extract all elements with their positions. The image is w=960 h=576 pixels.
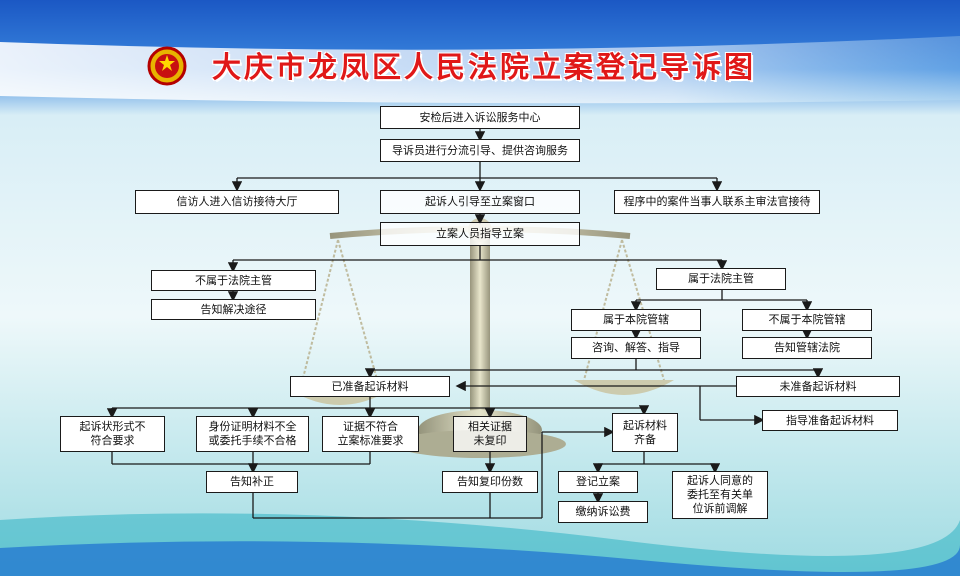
- node-inform-supplement: 告知补正: [206, 471, 298, 493]
- node-complaint-format-issue: 起诉状形式不 符合要求: [60, 416, 165, 452]
- node-guide-diversion: 导诉员进行分流引导、提供咨询服务: [380, 139, 580, 162]
- node-pay-litigation-fees: 缴纳诉讼费: [558, 501, 648, 523]
- node-court-scope: 属于法院主管: [656, 268, 786, 290]
- node-inform-copy-count: 告知复印份数: [442, 471, 538, 493]
- node-party-contact-judge: 程序中的案件当事人联系主审法官接待: [614, 190, 820, 214]
- node-filing-guidance: 立案人员指导立案: [380, 222, 580, 246]
- node-consult-answer: 咨询、解答、指导: [571, 337, 701, 359]
- node-materials-not-prepared: 未准备起诉材料: [736, 376, 900, 397]
- node-filing-window: 起诉人引导至立案窗口: [380, 190, 580, 214]
- node-guide-prepare-materials: 指导准备起诉材料: [762, 410, 898, 431]
- node-evidence-not-copied: 相关证据 未复印: [453, 416, 527, 452]
- node-inform-remedy: 告知解决途径: [151, 299, 316, 320]
- node-not-court-scope: 不属于法院主管: [151, 270, 316, 291]
- node-materials-complete: 起诉材料 齐备: [612, 413, 678, 452]
- node-not-own-jurisdiction: 不属于本院管辖: [742, 309, 872, 331]
- page-title: 大庆市龙凤区人民法院立案登记导诉图: [212, 50, 757, 84]
- node-materials-prepared: 已准备起诉材料: [290, 376, 450, 397]
- node-petition-hall: 信访人进入信访接待大厅: [135, 190, 339, 214]
- node-security-check: 安检后进入诉讼服务中心: [380, 106, 580, 129]
- node-own-jurisdiction: 属于本院管辖: [571, 309, 701, 331]
- node-pre-litigation-mediation: 起诉人同意的 委托至有关单 位诉前调解: [672, 471, 768, 519]
- node-register-case: 登记立案: [558, 471, 638, 493]
- node-identity-docs-issue: 身份证明材料不全 或委托手续不合格: [196, 416, 309, 452]
- court-emblem-icon: [147, 46, 187, 86]
- node-inform-competent-court: 告知管辖法院: [742, 337, 872, 359]
- node-evidence-issue: 证据不符合 立案标准要求: [322, 416, 419, 452]
